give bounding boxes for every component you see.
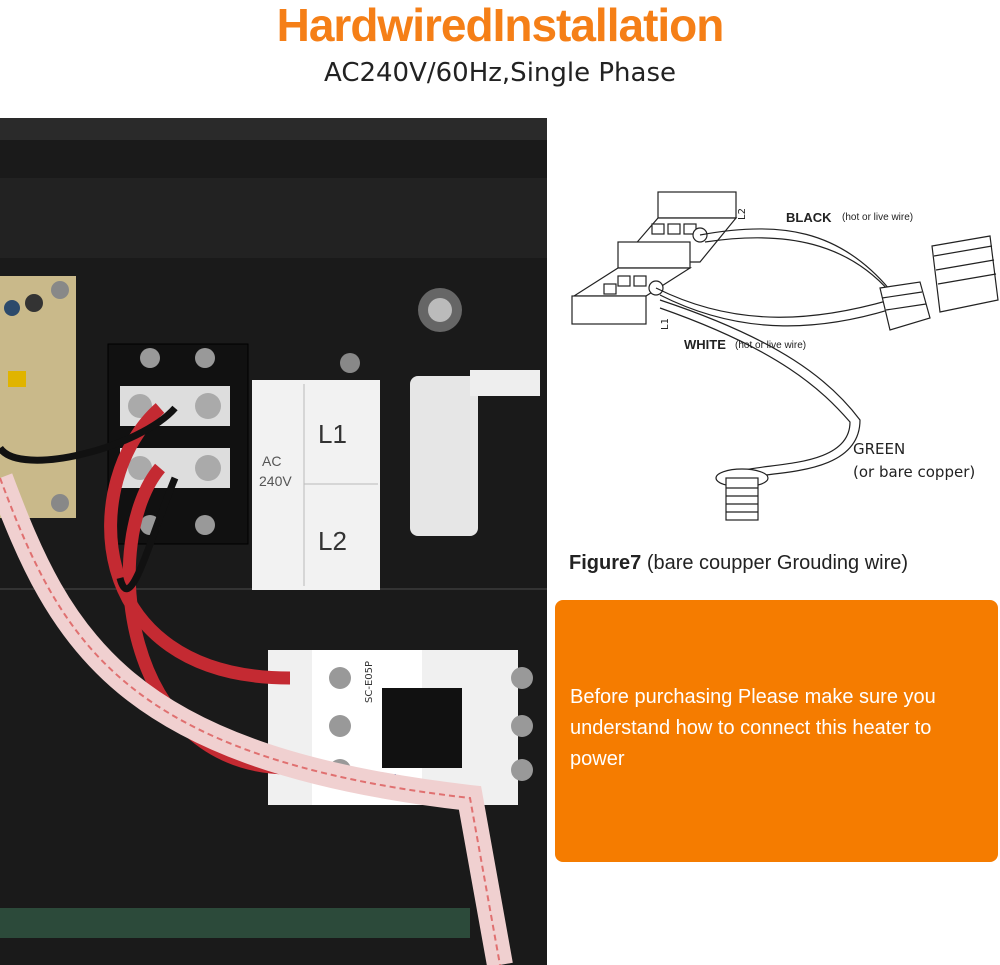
wiring-diagram: L2 L1 BLACK (hot or live wire) WHITE (ho… xyxy=(560,180,1000,530)
notice-text: Before purchasing Please make sure you u… xyxy=(570,686,936,770)
wiring-photo-illustration: AC 240V L1 L2 SC-E05P xyxy=(0,118,547,965)
white-wire-note: (hot or live wire) xyxy=(735,340,806,351)
green-wire-note: (or bare copper) xyxy=(853,463,975,481)
white-wire-label: WHITE xyxy=(684,337,726,352)
wiring-diagram-illustration: L2 L1 BLACK (hot or live wire) WHITE (ho… xyxy=(571,191,999,521)
page-title: HardwiredInstallation xyxy=(276,0,725,51)
label-l2: L2 xyxy=(318,526,347,556)
figure-number: Figure7 xyxy=(569,552,642,574)
ground-clip xyxy=(410,376,478,536)
terminal-l1: L1 xyxy=(660,318,671,330)
figure-caption: Figure7 (bare coupper Grouding wire) xyxy=(569,552,908,575)
terminal-l2: L2 xyxy=(737,208,748,220)
notice-box: Before purchasing Please make sure you u… xyxy=(555,600,998,862)
contactor-model: SC-E05P xyxy=(364,661,375,703)
green-wire-label: GREEN xyxy=(853,440,905,458)
label-voltage: 240V xyxy=(259,473,292,489)
label-l1: L1 xyxy=(318,419,347,449)
wiring-photo: AC 240V L1 L2 SC-E05P xyxy=(0,118,547,965)
black-wire-note: (hot or live wire) xyxy=(842,212,913,223)
black-wire-label: BLACK xyxy=(786,210,832,225)
page-subtitle: AC240V/60Hz,Single Phase xyxy=(323,58,677,88)
label-ac: AC xyxy=(262,453,281,469)
figure-caption-text: (bare coupper Grouding wire) xyxy=(646,552,909,574)
